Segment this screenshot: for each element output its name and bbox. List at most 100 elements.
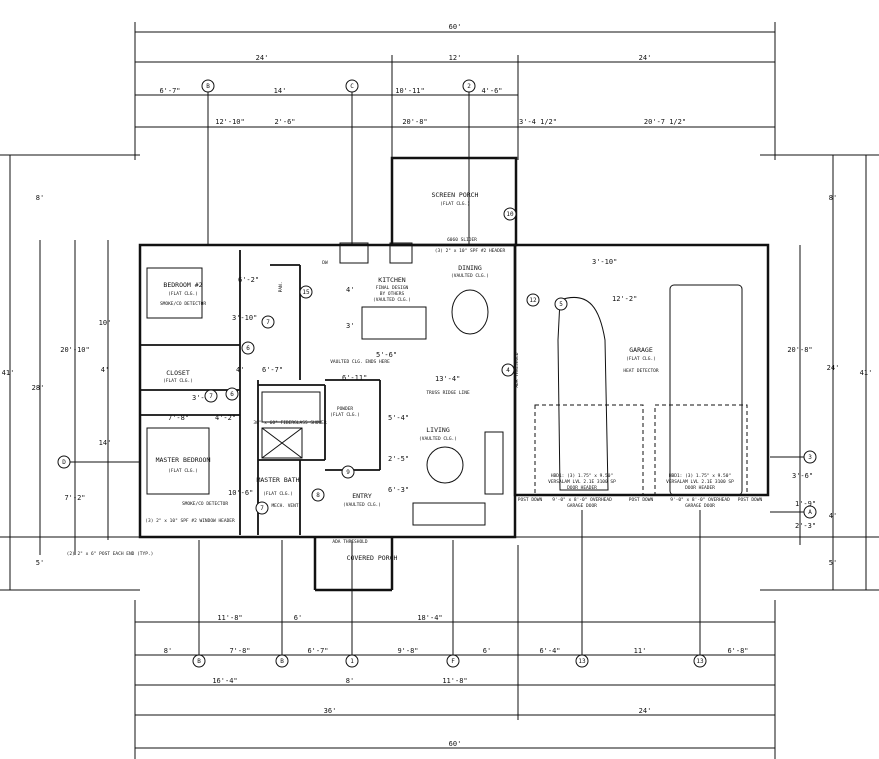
grid-tag-b-top: B (206, 83, 210, 90)
dim-bottom-r1-c: 18'-4" (417, 614, 442, 622)
post-down-1: POST DOWN (518, 497, 543, 503)
dim-top-mid: 12' (449, 54, 462, 62)
dim-int-9: 5'-6" (376, 351, 397, 359)
dim-right-mid: 24' (827, 364, 840, 372)
dim-row3-e: 20'-7 1/2" (644, 118, 686, 126)
dim-bottom-r2-a: 8' (164, 647, 172, 655)
room-entry-note: (VAULTED CLG.) (343, 502, 381, 508)
door-header-right-1: HBD1: (3) 1.75" x 9.50" (669, 473, 731, 479)
dim-row3-b: 2'-6" (274, 118, 295, 126)
post-down-2: POST DOWN (629, 497, 654, 503)
dim-bottom-r2-d: 9'-8" (397, 647, 418, 655)
dim-right-seg-c: 4' (829, 512, 837, 520)
dim-row3-a: 12'-10" (215, 118, 245, 126)
room-master-bath: MASTER BATH (256, 476, 299, 484)
dim-bottom-r4-b: 24' (639, 707, 652, 715)
dim-int-14: 2'-5" (388, 455, 409, 463)
dim-left-seg-c: 5' (36, 559, 44, 567)
door-header-left-1: HBD1: (3) 1.75" x 9.50" (551, 473, 613, 479)
dim-top-left: 24' (256, 54, 269, 62)
window-header-note: (3) 2" x 10" SPF #2 WINDOW HEADER (145, 518, 235, 524)
room-master-bedroom: MASTER BEDROOM (156, 456, 211, 464)
ada-threshold-note: ADA THRESHOLD (332, 539, 368, 545)
room-screen-porch-note: (FLAT CLG.) (440, 201, 470, 207)
overhead-door-right-1: 9'-0" x 8'-0" OVERHEAD (670, 497, 730, 503)
dim-left-inner-a: 10' (99, 319, 112, 327)
dim-int-12: 13'-4" (435, 375, 460, 383)
dim-int-20: 2'-3" (795, 522, 816, 530)
truss-ridge-note: TRUSS RIDGE LINE (426, 390, 470, 396)
grid-tag-b-bottom2: B (280, 658, 284, 665)
dim-left-inner-b: 4' (101, 366, 109, 374)
door-tag-5: 5 (559, 301, 563, 308)
dim-bottom-r2-e: 6' (483, 647, 491, 655)
room-powder-note: (FLAT CLG.) (330, 412, 360, 418)
dim-bottom-r2-g: 11' (634, 647, 647, 655)
dim-bottom-r3-c: 11'-8" (442, 677, 467, 685)
dim-int-10: 6'-7" (262, 366, 283, 374)
dim-row3-c: 20'-8" (402, 118, 427, 126)
overhead-door-left-1: 9'-0" x 8'-0" OVERHEAD (552, 497, 612, 503)
dim-left-inner-c: 14' (99, 439, 112, 447)
dim-int-6: 4' (236, 366, 244, 374)
room-kitchen: KITCHEN (378, 276, 405, 284)
room-master-bath-note: (FLAT CLG.) (263, 491, 293, 497)
door-tag-8: 8 (316, 492, 320, 499)
dim-right-seg-b: 20'-8" (787, 346, 812, 354)
room-entry: ENTRY (352, 492, 372, 500)
grid-tag-13-bottom2: 13 (696, 658, 704, 665)
dim-left-mid: 28' (32, 384, 45, 392)
master-smoke-detector: SMOKE/CO DETECTOR (182, 501, 228, 507)
dim-bottom-r2-f: 6'-4" (539, 647, 560, 655)
door-header-right-2: VERSALAM LVL 2.1E 3100 SP (666, 479, 734, 485)
dim-row3-d: 3'-4 1/2" (519, 118, 557, 126)
room-living-note: (VAULTED CLG.) (419, 436, 457, 442)
grid-tag-b-bottom1: B (197, 658, 201, 665)
room-garage-note: (FLAT CLG.) (626, 356, 656, 362)
dim-row2-c: 10'-11" (395, 87, 425, 95)
room-covered-porch: COVERED PORCH (347, 554, 398, 562)
door-tag-4: 4 (506, 367, 510, 374)
dim-bottom-r1-a: 11'-8" (217, 614, 242, 622)
overhead-door-right-2: GARAGE DOOR (685, 503, 715, 509)
dim-left-outer: 41' (2, 369, 15, 377)
kitchen-note-1: FINAL DESIGN (376, 285, 409, 291)
kitchen-note-2: BY OTHERS (380, 291, 405, 297)
dim-right-seg-d: 5' (829, 559, 837, 567)
header-note: (3) 2" x 10" SPF #2 HEADER (435, 248, 506, 254)
dim-left-inner-d: 7'-2" (64, 494, 85, 502)
dim-row2-d: 4'-6" (481, 87, 502, 95)
grid-tag-13-bottom1: 13 (578, 658, 586, 665)
dim-int-13: 5'-4" (388, 414, 409, 422)
door-tag-9: 9 (346, 469, 350, 476)
grid-tag-a-right: A (808, 509, 812, 516)
room-master-bedroom-note: (FLAT CLG.) (168, 468, 198, 474)
shower-note: 30" x 60" FIBERGLASS SHOWER (253, 420, 326, 426)
dim-right-seg-a: 8' (829, 194, 837, 202)
door-header-left-2: VERSALAM LVL 2.1E 3100 SP (548, 479, 616, 485)
room-closet-note: (FLAT CLG.) (163, 378, 193, 384)
dim-right-outer: 41' (860, 369, 873, 377)
dim-int-18: 3'-6" (792, 472, 813, 480)
vaulted-ends-note: VAULTED CLG. ENDS HERE (330, 359, 390, 365)
room-closet: CLOSET (166, 369, 190, 377)
dim-row2-a: 6'-7" (159, 87, 180, 95)
room-screen-porch: SCREEN PORCH (432, 191, 479, 199)
door-tag-7a: 7 (266, 319, 270, 326)
dim-top-overall: 60' (449, 23, 462, 31)
door-header-left-3: DOOR HEADER (567, 485, 597, 491)
dim-int-11: 6'-11" (342, 374, 367, 382)
room-dining-note: (VAULTED CLG.) (451, 273, 489, 279)
dim-int-17: 12'-2" (612, 295, 637, 303)
dim-top-right: 24' (639, 54, 652, 62)
room-powder: POWDER (337, 406, 354, 412)
dim-row2-b: 14' (274, 87, 287, 95)
dim-int-8: 4' (346, 286, 354, 294)
room-garage: GARAGE (629, 346, 653, 354)
dim-bottom-overall: 60' (449, 740, 462, 748)
mech-vent-note: MECH. VENT (271, 503, 298, 509)
door-tag-7c: 7 (260, 505, 264, 512)
dim-bottom-r1-b: 6' (294, 614, 302, 622)
room-bedroom-2: BEDROOM #2 (163, 281, 202, 289)
dim-int-3: 4'-2" (215, 414, 236, 422)
